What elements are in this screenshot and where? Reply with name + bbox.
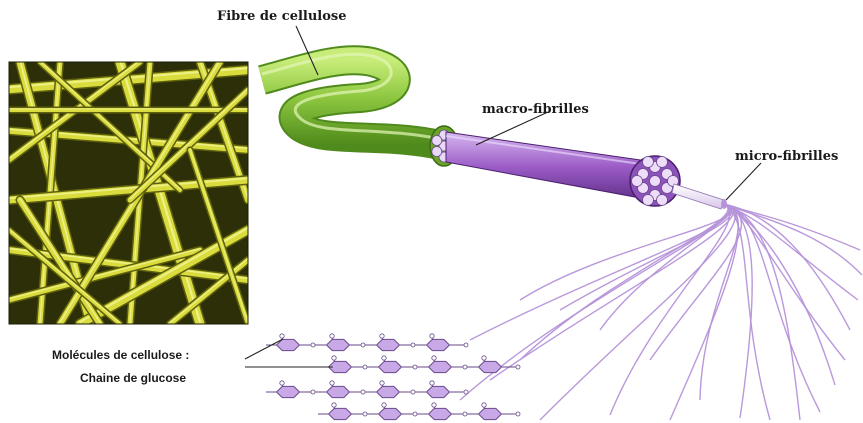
glucose-ring-icon <box>379 356 402 373</box>
label-molecules-de-cellulose: Molécules de cellulose : <box>52 348 189 362</box>
glucose-ring-icon <box>429 403 452 420</box>
label-fibre-de-cellulose: Fibre de cellulose <box>217 9 347 24</box>
glucose-ring-icon <box>329 403 352 420</box>
label-macro-fibrilles: macro-fibrilles <box>482 102 589 117</box>
glucose-ring-icon <box>479 356 502 373</box>
glucose-ring-icon <box>277 334 300 351</box>
glucose-ring-icon <box>377 334 400 351</box>
cellulose-fibre-tube <box>262 54 440 145</box>
glucose-ring-icon <box>327 381 350 398</box>
label-chaine-de-glucose: Chaine de glucose <box>80 371 186 385</box>
glucose-ring-icon <box>327 334 350 351</box>
glucose-ring-icon <box>377 381 400 398</box>
label-micro-fibrilles: micro-fibrilles <box>735 149 838 164</box>
cellulose-fiber-micrograph <box>0 60 250 324</box>
micro-fibril-rod <box>672 184 727 209</box>
glucose-ring-icon <box>329 356 352 373</box>
glucose-chains <box>266 334 520 420</box>
cellulose-strands <box>460 204 862 420</box>
glucose-ring-icon <box>379 403 402 420</box>
glucose-ring-icon <box>427 334 450 351</box>
glucose-ring-icon <box>429 356 452 373</box>
glucose-ring-icon <box>427 381 450 398</box>
glucose-ring-icon <box>277 381 300 398</box>
glucose-ring-icon <box>479 403 502 420</box>
